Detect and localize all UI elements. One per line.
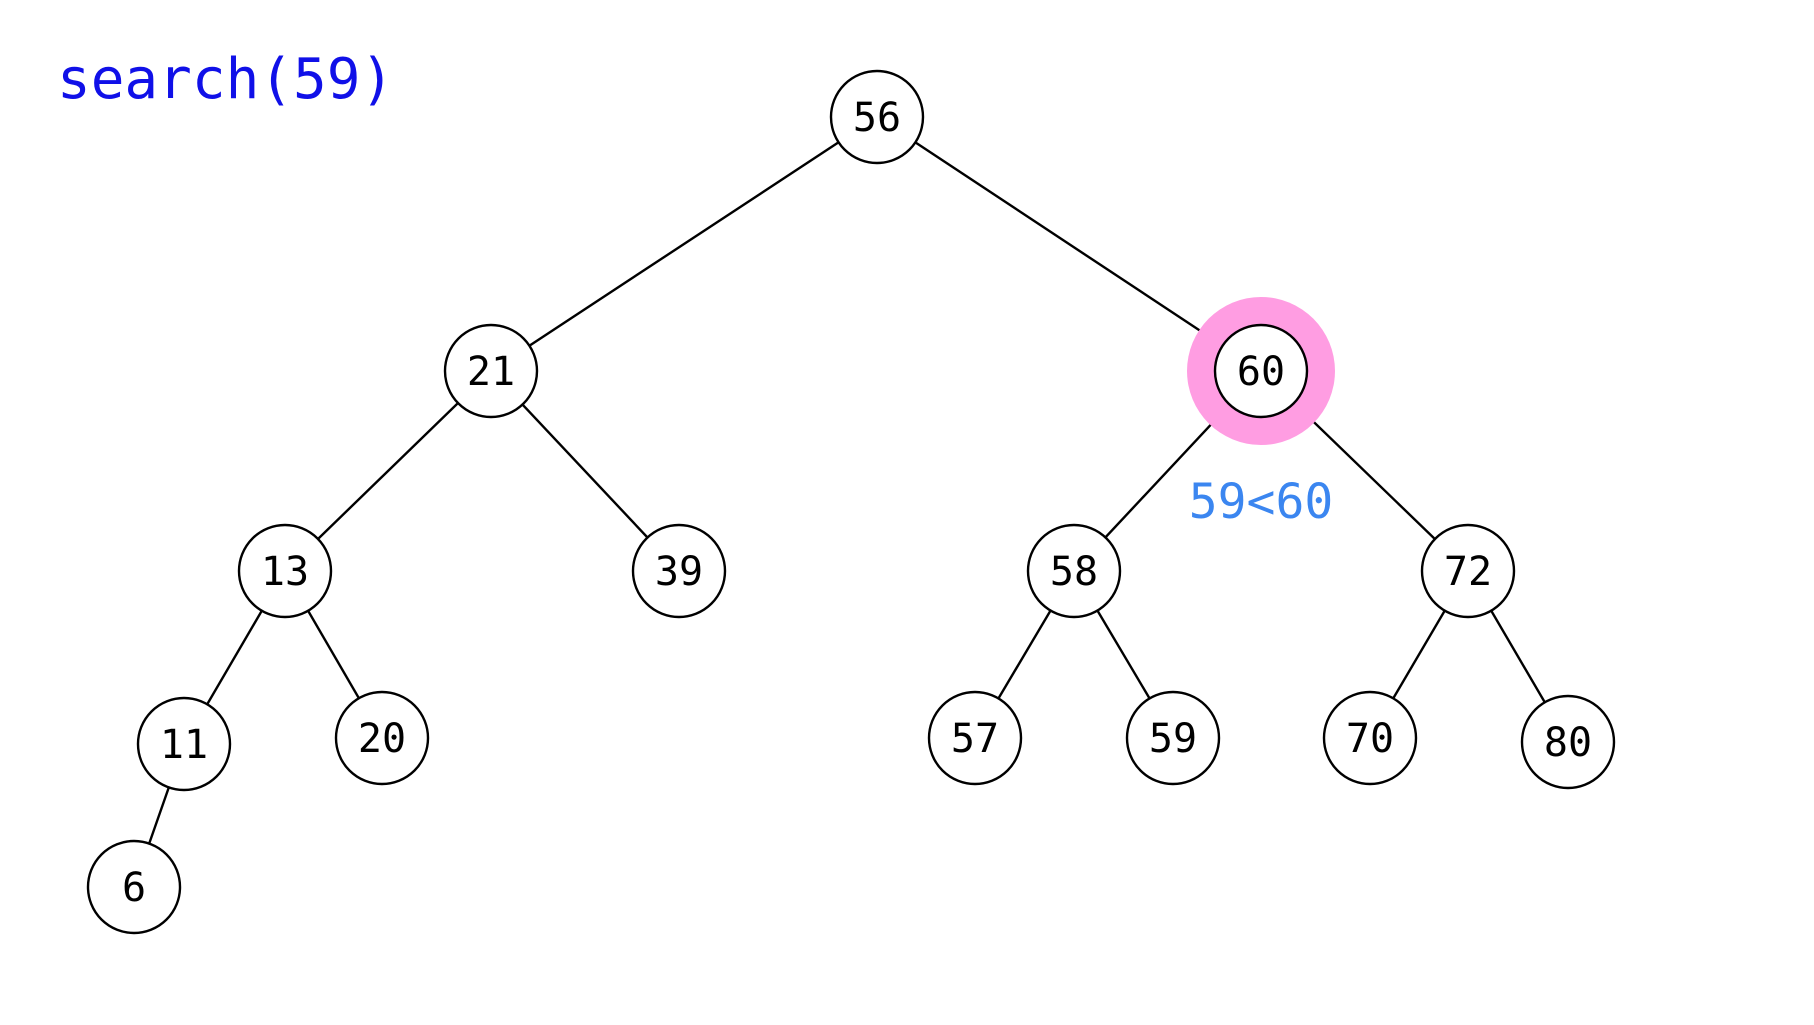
- node-circle: [1213, 323, 1309, 419]
- node-circle: [443, 323, 539, 419]
- node-label: 70: [1346, 716, 1394, 762]
- tree-node-21: 21: [443, 323, 539, 419]
- node-circle: [86, 839, 182, 935]
- node-label: 13: [261, 549, 309, 595]
- page-title: search(59): [57, 47, 395, 112]
- node-circle: [1125, 690, 1221, 786]
- node-circle: [136, 696, 232, 792]
- node-label: 20: [358, 716, 406, 762]
- comparison-note: 59<60: [1189, 474, 1334, 530]
- node-label: 57: [951, 716, 999, 762]
- tree-node-39: 39: [631, 523, 727, 619]
- edge-21-13: [284, 370, 492, 572]
- tree-node-6: 6: [86, 839, 182, 935]
- node-label: 58: [1050, 549, 1098, 595]
- node-circle: [927, 690, 1023, 786]
- edge-56-60: [876, 115, 1262, 373]
- tree-node-80: 80: [1520, 694, 1616, 790]
- node-label: 11: [160, 722, 208, 768]
- tree-node-13: 13: [237, 523, 333, 619]
- node-label: 72: [1444, 549, 1492, 595]
- tree-node-57: 57: [927, 690, 1023, 786]
- nodes-layer: 56 21 60 13 39 58 72 11 20 57 59 70 80 6: [86, 69, 1616, 935]
- edge-56-21: [490, 115, 878, 373]
- node-label: 6: [122, 865, 146, 911]
- node-circle: [1520, 694, 1616, 790]
- node-circle: [631, 523, 727, 619]
- tree-node-70: 70: [1322, 690, 1418, 786]
- tree-node-72: 72: [1420, 523, 1516, 619]
- node-label: 80: [1544, 720, 1592, 766]
- node-circle: [829, 69, 925, 165]
- node-circle: [1420, 523, 1516, 619]
- tree-node-58: 58: [1026, 523, 1122, 619]
- tree-node-59: 59: [1125, 690, 1221, 786]
- node-circle: [1322, 690, 1418, 786]
- node-label: 21: [467, 349, 515, 395]
- node-label: 59: [1149, 716, 1197, 762]
- node-circle: [237, 523, 333, 619]
- node-label: 39: [655, 549, 703, 595]
- node-label: 56: [853, 95, 901, 141]
- tree-node-56: 56: [829, 69, 925, 165]
- node-label: 60: [1237, 349, 1285, 395]
- tree-node-60: 60: [1213, 323, 1309, 419]
- node-circle: [334, 690, 430, 786]
- tree-node-20: 20: [334, 690, 430, 786]
- node-circle: [1026, 523, 1122, 619]
- tree-node-11: 11: [136, 696, 232, 792]
